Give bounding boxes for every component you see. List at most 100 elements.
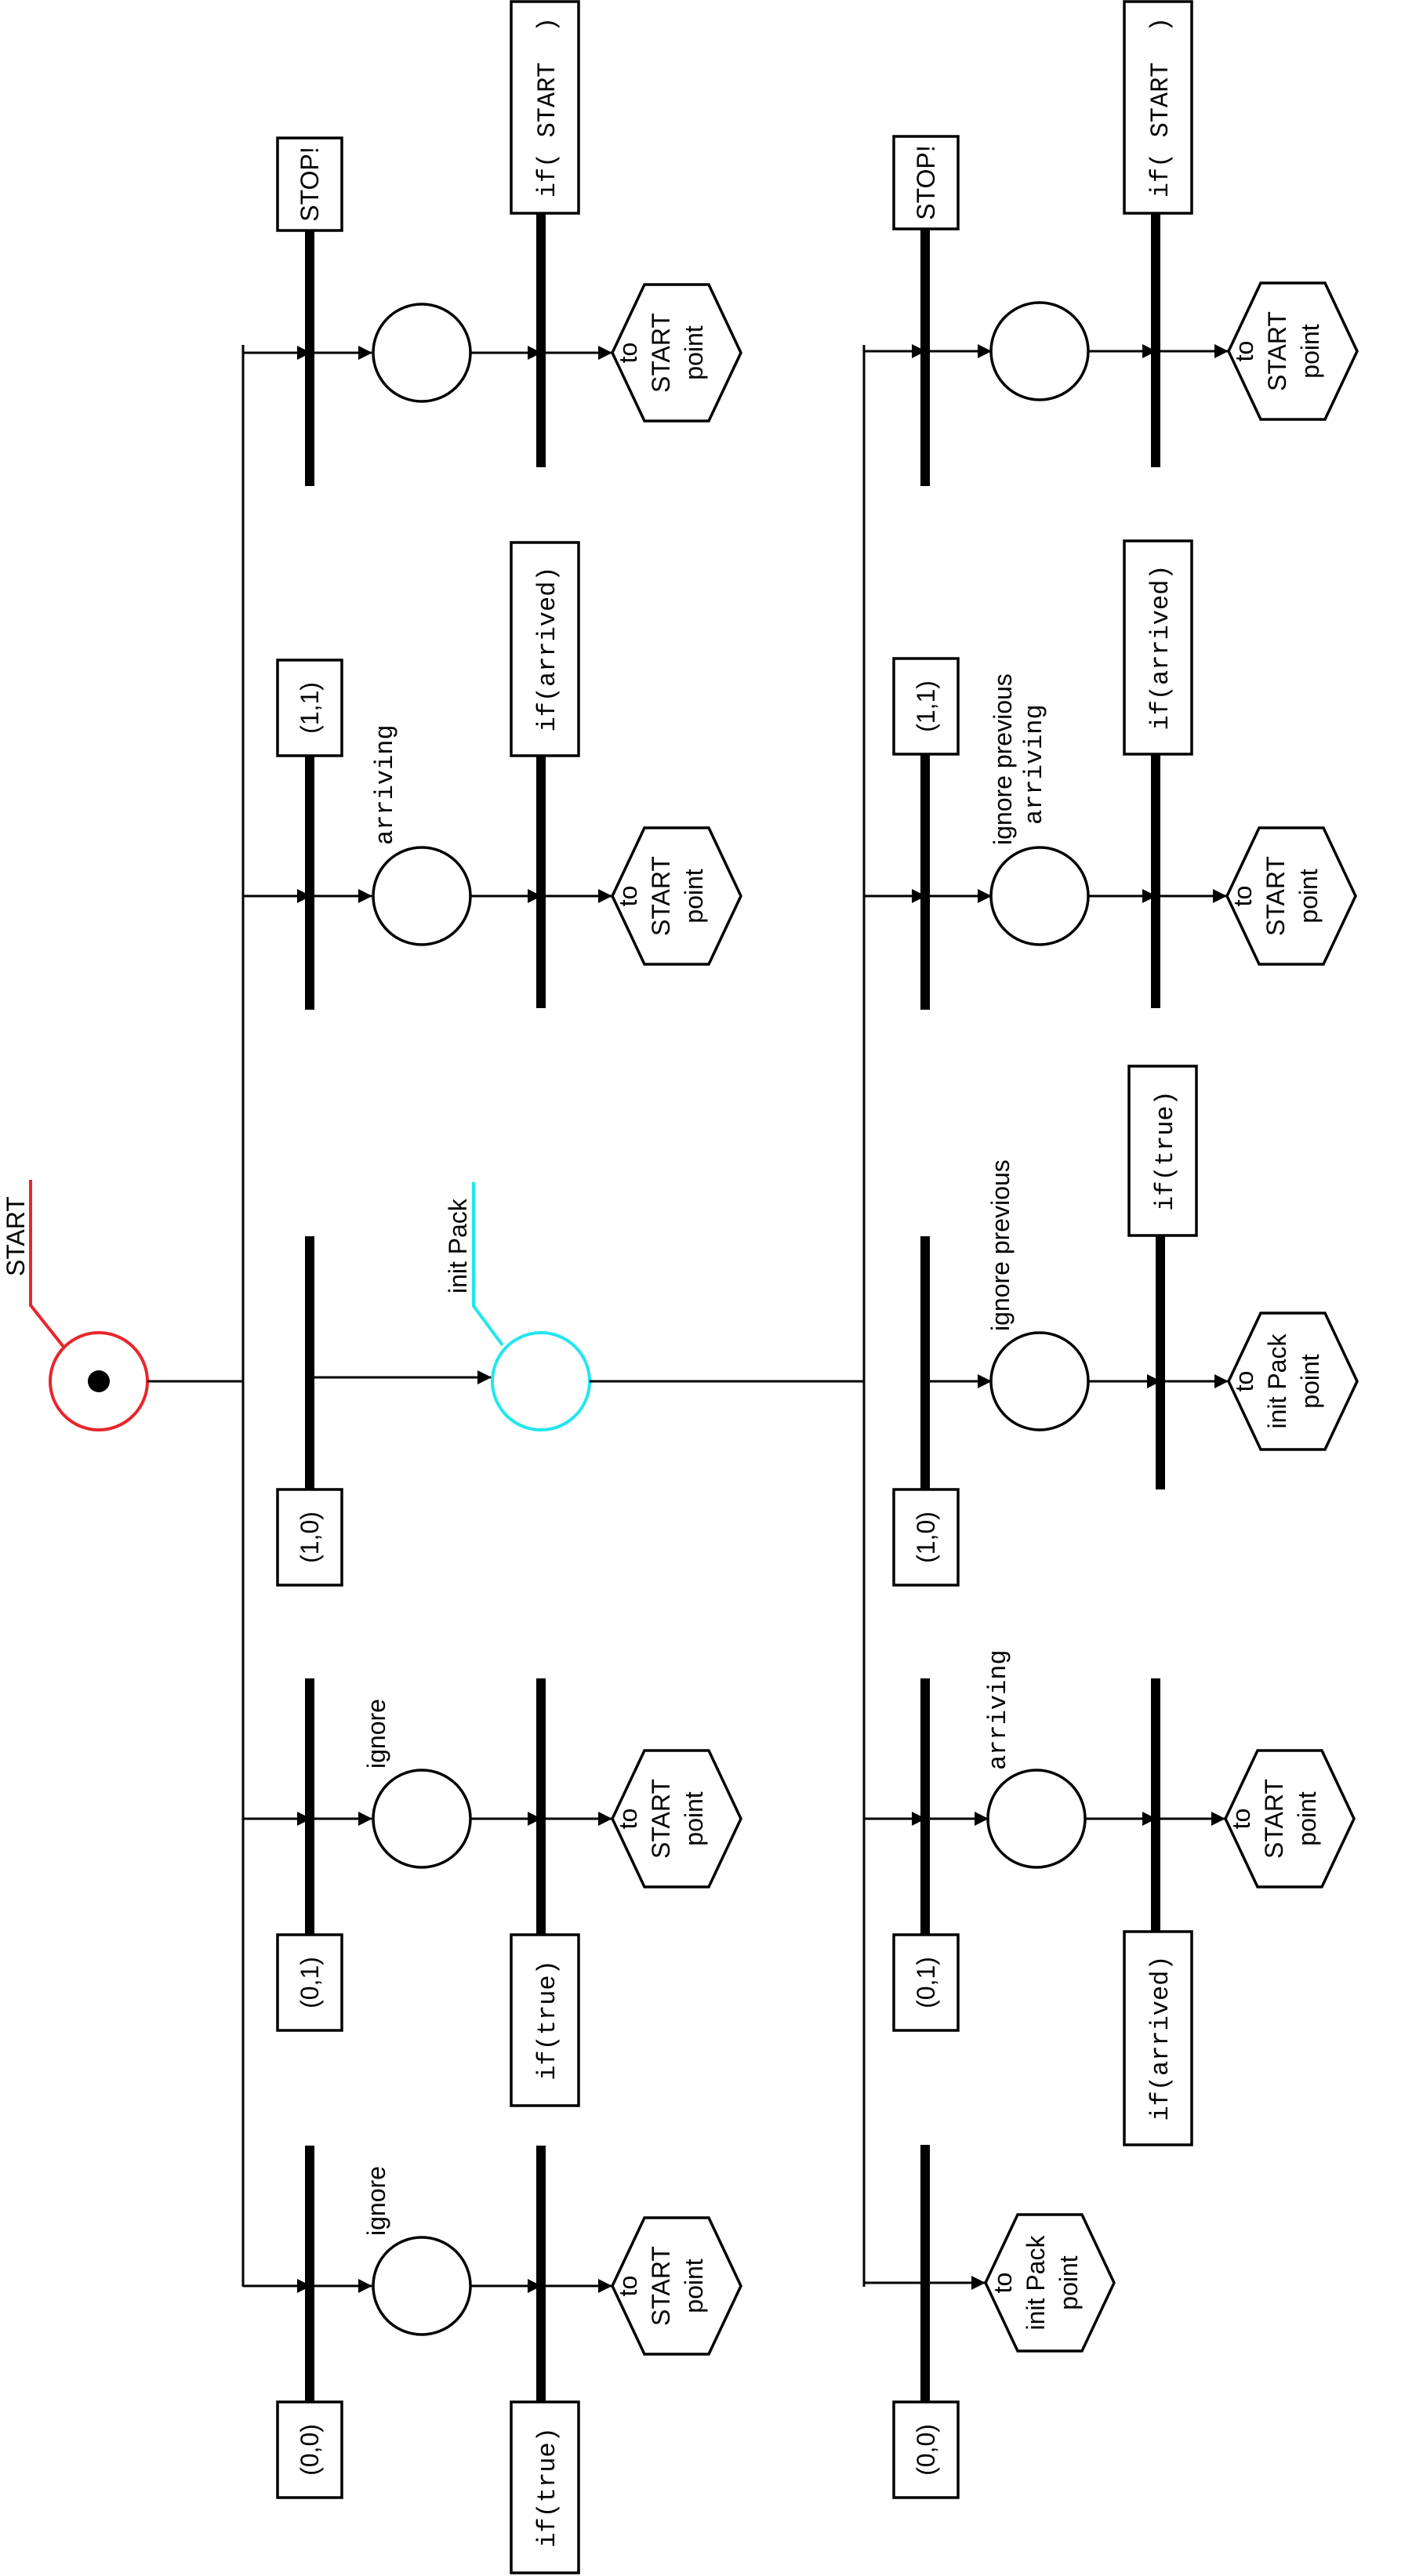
target-line-1: to	[1227, 1809, 1255, 1830]
condition-box	[1123, 539, 1193, 756]
guard-label: (0,1)	[296, 1957, 324, 2008]
target-line-3: point	[680, 2259, 708, 2313]
transition-bar	[1151, 212, 1160, 467]
transition-bar	[305, 229, 314, 486]
condition-label: if( START )	[1146, 17, 1175, 198]
target-line-3: point	[1293, 1791, 1321, 1846]
transition-bar	[305, 1678, 314, 1970]
target-line-1: to	[614, 886, 642, 907]
target-hexagon	[611, 826, 742, 966]
branch-r8: (1,0) ignore previous if(true) to init P…	[892, 1065, 1359, 1587]
target-hexagon	[984, 2213, 1116, 2353]
guard-label: STOP!	[912, 145, 940, 220]
place-circle	[372, 846, 472, 946]
place-circle	[372, 1769, 472, 1869]
condition-label: if(true)	[533, 2427, 562, 2548]
condition-label: if(arrived)	[1146, 564, 1175, 730]
init-pack-place: init Pack	[444, 1182, 591, 1431]
condition-label: if( START )	[533, 17, 562, 198]
target-hexagon	[611, 1749, 742, 1888]
note-label: ignore	[362, 1699, 390, 1769]
target-hexagon	[611, 2216, 742, 2356]
target-line-3: point	[1055, 2255, 1083, 2310]
guard-label: (0,0)	[912, 2424, 940, 2476]
guard-box	[276, 136, 343, 232]
target-line-1: to	[614, 1809, 642, 1830]
guard-box	[276, 659, 343, 757]
note-label: arriving	[984, 1649, 1013, 1770]
target-line-1: to	[1230, 341, 1258, 362]
transition-bar	[1156, 1234, 1165, 1489]
target-hexagon	[1227, 1312, 1359, 1451]
target-line-3: point	[680, 1791, 708, 1846]
guard-box	[892, 135, 960, 230]
note-label: arriving	[371, 724, 400, 845]
condition-box	[510, 1933, 580, 2107]
transition-bar	[920, 227, 930, 486]
branch-r5: STOP! if( START ) to START point	[243, 0, 742, 486]
transition-bar	[536, 2146, 546, 2417]
branch-r1: (0,0) ignore if(true) to START point	[243, 2146, 742, 2574]
guard-box	[892, 657, 960, 756]
target-line-3: point	[680, 869, 708, 923]
target-line-2: START	[647, 313, 675, 393]
target-hexagon	[1225, 826, 1357, 966]
condition-box	[510, 541, 580, 757]
guard-label: (1,1)	[912, 680, 940, 732]
place-circle	[989, 301, 1090, 401]
target-line-2: START	[647, 856, 675, 936]
branch-r9: (1,1) ignore previous arriving if(arrive…	[864, 539, 1357, 1010]
transition-bar	[536, 212, 546, 467]
note-label-1: ignore previous	[989, 673, 1017, 845]
condition-label: if(true)	[533, 1960, 562, 2081]
start-callout-line	[29, 1180, 65, 1348]
target-line-2: START	[1261, 856, 1290, 936]
transition-bar	[920, 753, 930, 1010]
guard-box	[892, 2400, 960, 2499]
target-hexagon	[1227, 281, 1359, 421]
branch-r7: (0,1) arriving if(arrived) to START poin…	[864, 1649, 1356, 2146]
place-circle	[372, 303, 472, 403]
transition-bar	[1151, 1678, 1160, 1934]
transition-bar	[920, 1236, 930, 1534]
target-line-2: START	[1263, 311, 1291, 391]
guard-label: (1,0)	[296, 1511, 324, 1563]
transition-bar	[305, 753, 314, 1010]
start-place: START	[2, 1180, 149, 1431]
place-circle	[986, 1769, 1087, 1869]
main-edges	[147, 345, 866, 2287]
init-pack-callout-line	[472, 1182, 504, 1347]
guard-label: (1,0)	[912, 1511, 940, 1563]
target-line-2: init Pack	[1022, 2235, 1050, 2331]
target-line-3: point	[1294, 869, 1323, 923]
target-line-1: to	[614, 2276, 642, 2297]
note-label: ignore	[362, 2166, 390, 2236]
guard-box	[892, 1933, 960, 2032]
guard-label: (0,1)	[912, 1957, 940, 2008]
branch-r4: (1,1) arriving if(arrived) to START poin…	[243, 541, 742, 1010]
condition-box	[1123, 1930, 1193, 2146]
target-line-2: START	[647, 2246, 675, 2326]
guard-label: (0,0)	[296, 2424, 324, 2476]
branch-r2: (0,1) ignore if(true) to START point	[243, 1678, 742, 2107]
condition-box	[510, 2400, 580, 2574]
transition-bar	[920, 2145, 930, 2436]
target-line-3: point	[1296, 324, 1324, 379]
target-line-2: START	[647, 1779, 675, 1859]
target-line-1: to	[614, 343, 642, 364]
condition-label: if(arrived)	[1146, 1955, 1175, 2121]
guard-label: STOP!	[296, 147, 324, 221]
guard-box	[276, 1933, 343, 2032]
init-pack-circle	[491, 1331, 591, 1431]
condition-box	[1123, 0, 1193, 215]
condition-label: if(true)	[1151, 1090, 1180, 1211]
target-line-3: point	[680, 325, 708, 380]
note-label: ignore previous	[986, 1159, 1015, 1331]
target-line-2: init Pack	[1263, 1333, 1291, 1429]
transition-bar	[920, 1678, 930, 1970]
init-pack-callout-label: init Pack	[444, 1198, 472, 1293]
start-callout-label: START	[2, 1196, 30, 1276]
transition-bar	[536, 753, 546, 1008]
target-line-3: point	[1296, 1354, 1324, 1409]
